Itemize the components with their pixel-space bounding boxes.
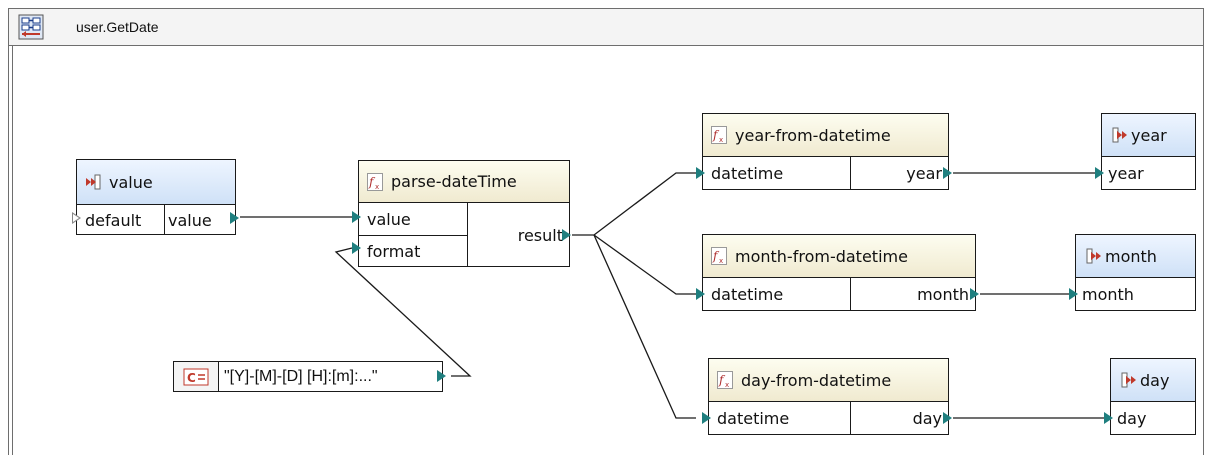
day-out-title: day [1140,370,1170,390]
parse-format-label: format [367,242,421,261]
function-icon: f x [711,247,727,265]
month-from-datetime-node[interactable]: f x month-from-datetime datetime month [702,234,976,311]
input-parameter-icon [86,174,101,190]
output-parameter-icon [1121,372,1136,388]
month-fn-title: month-from-datetime [735,246,908,266]
day-out-header[interactable]: day [1111,359,1195,402]
month-fn-input-connector[interactable] [696,288,705,300]
svg-text:x: x [719,136,723,144]
year-fn-input-label: datetime [711,164,784,183]
year-fn-title: year-from-datetime [735,125,891,145]
value-output-label: value [168,210,212,230]
day-out-input-connector[interactable] [1104,412,1113,424]
svg-text:x: x [375,183,379,191]
day-fn-output-label: day [912,409,942,428]
svg-text:f: f [368,175,376,189]
month-out-input-label: month [1082,285,1134,304]
day-out-input-label: day [1117,409,1147,428]
parse-node-header[interactable]: f x parse-dateTime [359,161,569,203]
year-out-input-connector[interactable] [1095,167,1104,179]
year-out-header[interactable]: year [1102,114,1195,157]
canvas-left-border [12,46,13,455]
year-fn-output-connector[interactable] [943,167,952,179]
svg-text:x: x [719,257,723,265]
year-fn-header[interactable]: f x year-from-datetime [703,114,948,157]
svg-text:f: f [712,128,720,142]
parse-value-input-connector[interactable] [352,211,361,223]
svg-text:x: x [725,381,729,389]
month-out-title: month [1105,246,1157,266]
value-input-node[interactable]: value default value [76,159,236,235]
constant-value[interactable]: "[Y]-[M]-[D] [H]:[m]:..." [224,367,378,385]
year-out-input-label: year [1108,164,1144,183]
parse-node-title: parse-dateTime [391,172,517,191]
svg-text:f: f [718,373,726,387]
parse-format-input-connector[interactable] [352,242,361,254]
month-fn-input-label: datetime [711,285,784,304]
day-output-node[interactable]: day day [1110,358,1196,435]
day-fn-output-connector[interactable] [943,412,952,424]
default-input-connector[interactable] [72,212,81,224]
month-output-node[interactable]: month month [1075,234,1196,311]
constant-node[interactable]: C "[Y]-[M]-[D] [H]:[m]:..." [173,361,443,392]
day-fn-title: day-from-datetime [741,370,892,390]
svg-text:f: f [712,249,720,263]
value-node-title: value [109,172,153,192]
parse-datetime-node[interactable]: f x parse-dateTime value format result [358,160,570,267]
month-fn-output-connector[interactable] [970,288,979,300]
svg-text:C: C [187,371,196,385]
function-icon: f x [367,172,383,191]
parse-value-label: value [367,209,411,229]
month-fn-header[interactable]: f x month-from-datetime [703,235,975,278]
wire-result-to-day [593,234,696,419]
day-fn-header[interactable]: f x day-from-datetime [709,359,948,402]
wire-result-to-year [572,172,696,236]
wire-result-to-month [593,234,696,295]
year-out-title: year [1131,125,1167,145]
constant-output-connector[interactable] [437,370,446,382]
year-fn-input-connector[interactable] [696,167,705,179]
parse-result-label: result [517,225,563,245]
function-icon: f x [711,126,727,144]
output-parameter-icon [1112,127,1127,143]
day-fn-input-label: datetime [717,409,790,428]
constant-icon: C [183,368,209,385]
month-out-header[interactable]: month [1076,235,1195,278]
value-default-label: default [85,210,142,230]
day-fn-input-connector[interactable] [702,412,711,424]
value-node-header[interactable]: value [77,160,235,205]
day-from-datetime-node[interactable]: f x day-from-datetime datetime day [708,358,949,435]
wire-constant-to-format [334,247,472,377]
constant-icon-box: C [174,362,219,391]
year-output-node[interactable]: year year [1101,113,1196,190]
parse-result-output-connector[interactable] [562,229,571,241]
output-parameter-icon [1086,248,1101,264]
value-output-connector[interactable] [230,212,239,224]
year-from-datetime-node[interactable]: f x year-from-datetime datetime year [702,113,949,190]
mapping-function-icon [18,14,44,40]
month-fn-output-label: month [917,285,969,304]
month-out-input-connector[interactable] [1069,288,1078,300]
year-fn-output-label: year [906,164,942,183]
function-icon: f x [717,371,733,389]
title-bar: user.GetDate [8,8,1204,46]
window-title: user.GetDate [76,19,159,35]
